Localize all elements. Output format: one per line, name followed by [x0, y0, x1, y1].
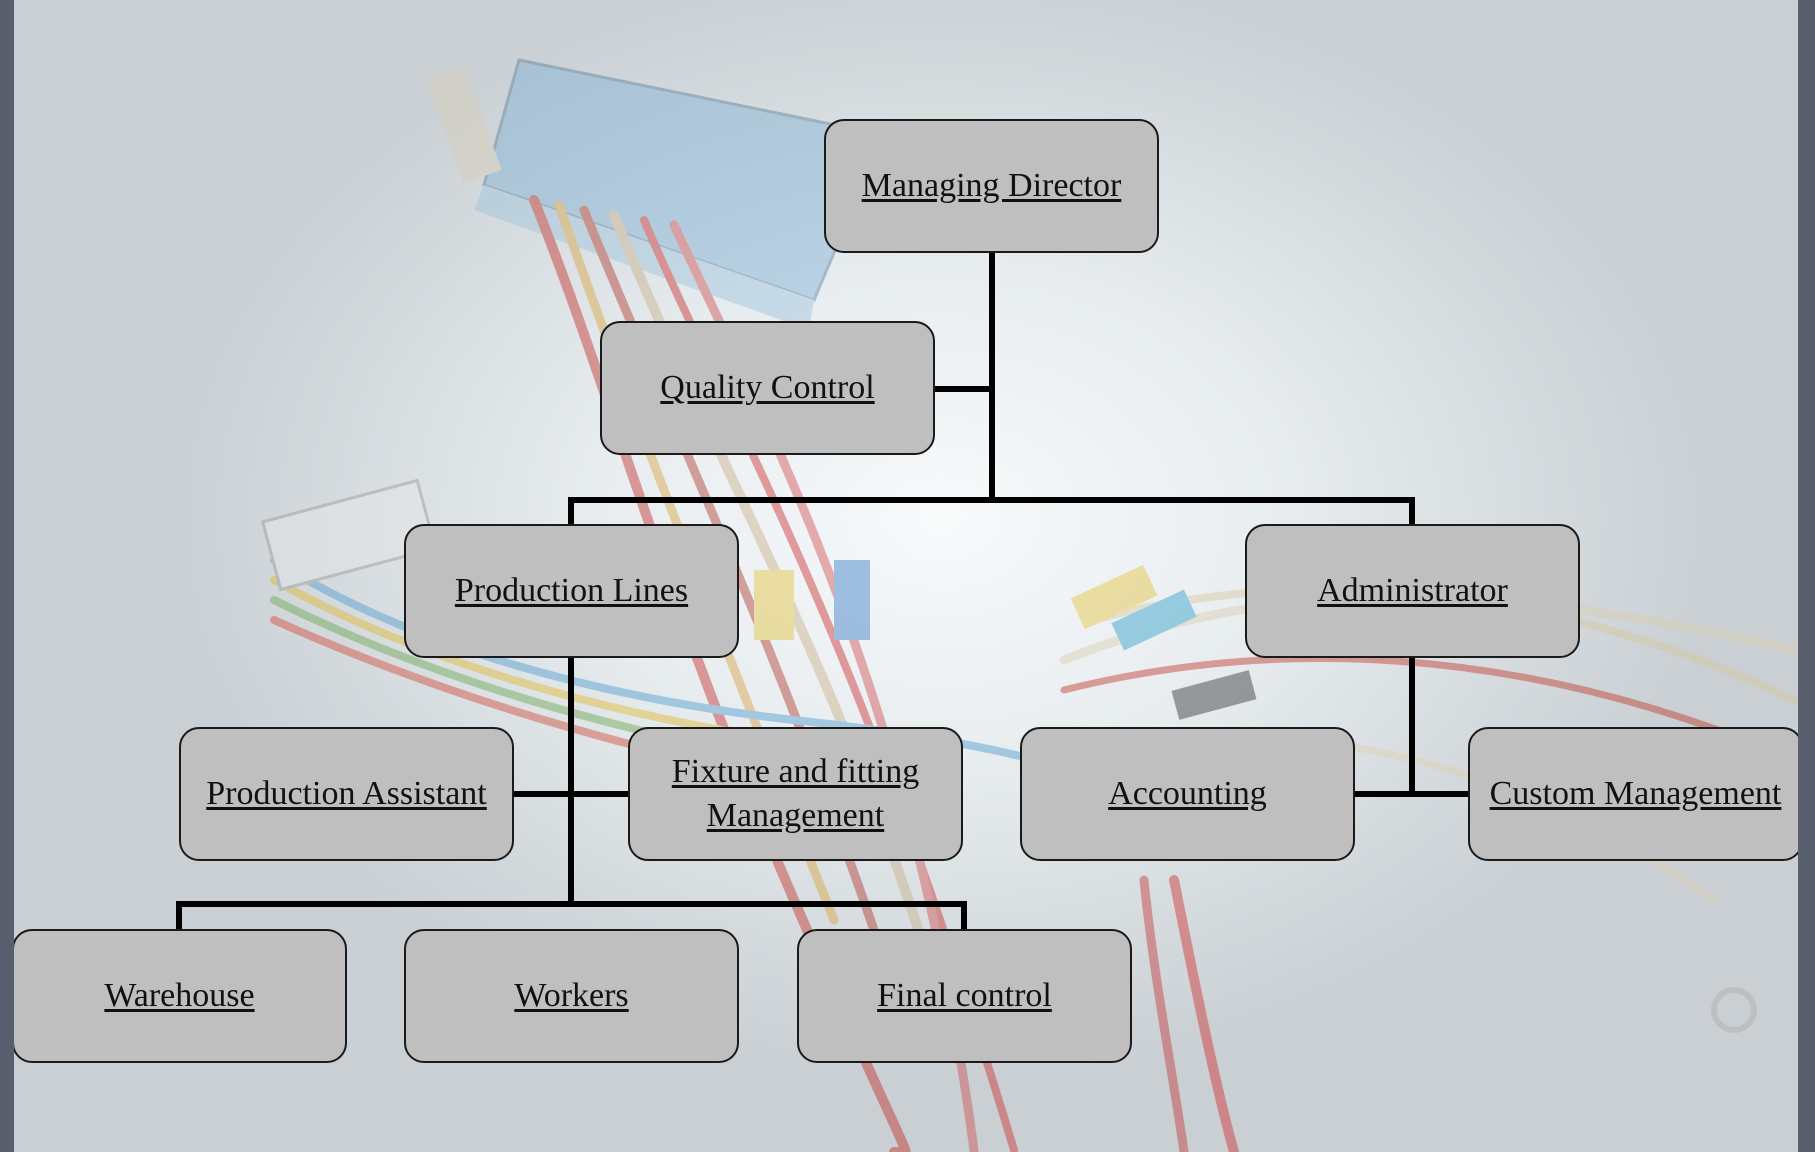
- node-production-lines[interactable]: Production Lines: [404, 524, 739, 658]
- node-label-workers[interactable]: Workers: [514, 977, 629, 1014]
- blue-sleeve-shape: [834, 560, 870, 640]
- node-label-production-assistant[interactable]: Production Assistant: [206, 775, 487, 812]
- node-label-accounting[interactable]: Accounting: [1108, 775, 1267, 812]
- node-production-assistant[interactable]: Production Assistant: [179, 727, 514, 861]
- node-label-final-control[interactable]: Final control: [877, 977, 1052, 1014]
- node-label-administrator[interactable]: Administrator: [1317, 572, 1508, 609]
- node-managing-director[interactable]: Managing Director: [824, 119, 1159, 253]
- node-accounting[interactable]: Accounting: [1020, 727, 1355, 861]
- node-administrator[interactable]: Administrator: [1245, 524, 1580, 658]
- node-label-custom-management[interactable]: Custom Management: [1489, 775, 1782, 812]
- node-label-quality-control[interactable]: Quality Control: [660, 369, 875, 406]
- yellow-sleeve-shape-2: [1070, 564, 1158, 630]
- node-label-fixture-fitting-management[interactable]: Fixture and fitting Management: [671, 753, 920, 834]
- node-quality-control[interactable]: Quality Control: [600, 321, 935, 455]
- plastic-connector-shape: [260, 478, 438, 592]
- black-sleeve-shape: [1171, 670, 1257, 720]
- slide-canvas: Managing Director Quality Control Produc…: [14, 0, 1798, 1152]
- metal-connector-shape: [426, 58, 887, 330]
- node-label-production-lines[interactable]: Production Lines: [454, 572, 689, 609]
- org-chart-connectors: [176, 250, 1471, 932]
- node-final-control[interactable]: Final control: [797, 929, 1132, 1063]
- node-custom-management[interactable]: Custom Management: [1468, 727, 1798, 861]
- node-label-managing-director[interactable]: Managing Director: [861, 167, 1122, 204]
- node-warehouse[interactable]: Warehouse: [14, 929, 347, 1063]
- node-workers[interactable]: Workers: [404, 929, 739, 1063]
- yellow-sleeve-shape: [754, 570, 794, 640]
- ring-terminal-shape: [1711, 987, 1757, 1033]
- node-fixture-fitting-management[interactable]: Fixture and fitting Management: [628, 727, 963, 861]
- cyan-sleeve-shape: [1111, 589, 1197, 651]
- node-label-warehouse[interactable]: Warehouse: [104, 977, 255, 1014]
